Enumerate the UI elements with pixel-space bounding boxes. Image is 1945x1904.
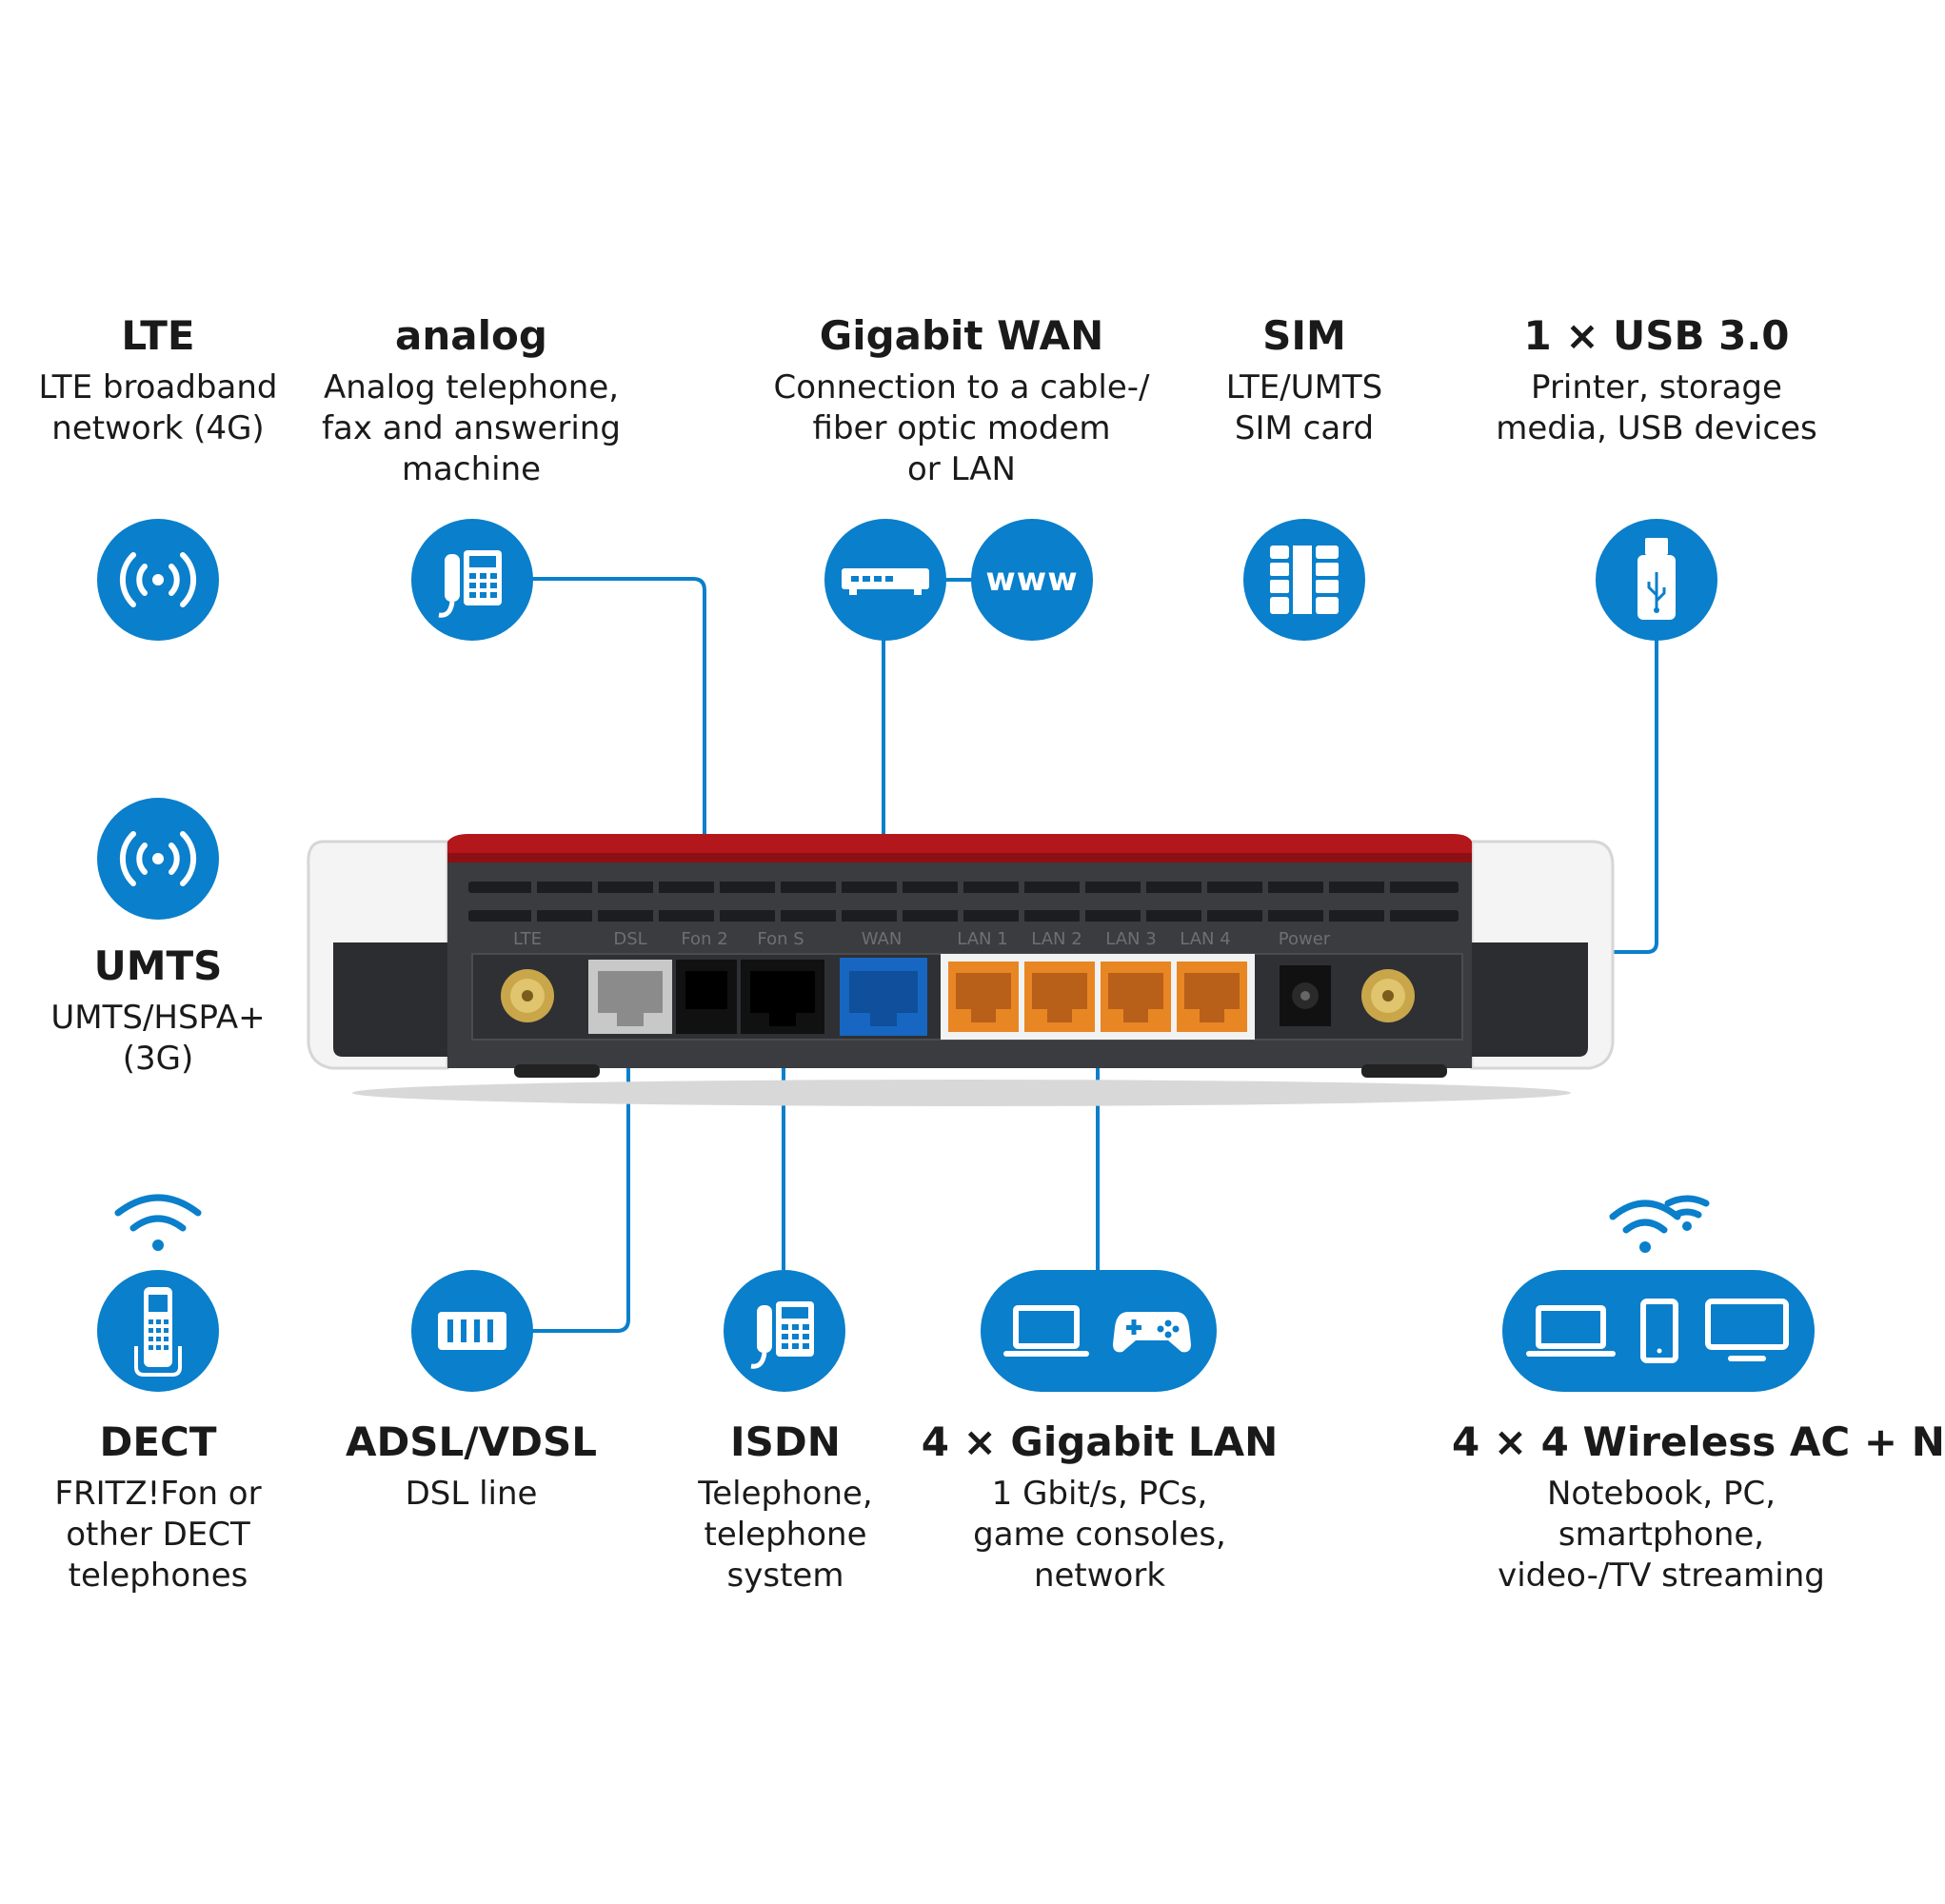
feature-title: SIM [1262, 312, 1346, 359]
power-jack [1280, 965, 1331, 1026]
feature-description: UMTS/HSPA+ (3G) [50, 999, 266, 1078]
port-label-lan4: LAN 4 [1180, 929, 1230, 949]
port-label-fons: Fon S [757, 929, 804, 949]
router-back-panel: LTE DSL Fon 2 Fon S WAN LAN 1 LAN 2 LAN … [307, 834, 1615, 1106]
dect-wifi-icon [110, 1190, 206, 1260]
www-label: www [985, 561, 1079, 599]
feature-title: 4 × Gigabit LAN [921, 1418, 1279, 1465]
port-label-lan3: LAN 3 [1105, 929, 1156, 949]
sim-card-icon [1243, 519, 1365, 641]
lan-port-4 [1177, 962, 1247, 1032]
notebook-icon [1526, 1305, 1616, 1357]
feature-description: Telephone, telephone system [698, 1475, 873, 1595]
feature-umts: UMTS UMTS/HSPA+ (3G) [15, 942, 301, 1080]
modem-icon [824, 519, 946, 641]
router-shadow [352, 1080, 1571, 1106]
feature-usb: 1 × USB 3.0 Printer, storage media, USB … [1485, 312, 1828, 449]
www-icon: www [971, 519, 1093, 641]
feature-description: Connection to a cable-/ fiber optic mode… [773, 368, 1150, 488]
gamepad-icon [1113, 1312, 1192, 1353]
feature-lan: 4 × Gigabit LAN 1 Gbit/s, PCs, game cons… [919, 1418, 1280, 1597]
isdn-phone-icon [724, 1270, 845, 1392]
feature-title: ISDN [730, 1418, 841, 1465]
usb-connector [1609, 640, 1658, 954]
feature-title: UMTS [93, 942, 223, 989]
feature-description: 1 Gbit/s, PCs, game consoles, network [973, 1475, 1226, 1595]
port-label-lan1: LAN 1 [957, 929, 1007, 949]
feature-title: DECT [99, 1418, 217, 1465]
smartphone-icon [1640, 1299, 1678, 1363]
port-label-lan2: LAN 2 [1031, 929, 1082, 949]
feature-description: Notebook, PC, smartphone, video-/TV stre… [1498, 1475, 1825, 1595]
umts-signal-icon [97, 798, 219, 920]
feature-isdn: ISDN Telephone, telephone system [647, 1418, 923, 1597]
feature-description: LTE/UMTS SIM card [1225, 368, 1383, 447]
feature-dect: DECT FRITZ!Fon or other DECT telephones [15, 1418, 301, 1597]
feature-description: LTE broadband network (4G) [38, 368, 278, 447]
wireless-devices-pill [1502, 1270, 1815, 1392]
dsl-port [588, 960, 672, 1034]
feature-title: Gigabit WAN [819, 312, 1104, 359]
lan-port-2 [1024, 962, 1095, 1032]
feature-title: analog [395, 312, 547, 359]
feature-dsl: ADSL/VDSL DSL line [305, 1418, 638, 1515]
wan-port [840, 958, 927, 1036]
feature-description: Printer, storage media, USB devices [1496, 368, 1817, 447]
feature-wireless: 4 × 4 Wireless AC + N Notebook, PC, smar… [1452, 1418, 1945, 1597]
dsl-splitter-icon [411, 1270, 533, 1392]
lte-signal-icon [97, 519, 219, 641]
tv-monitor-icon [1705, 1299, 1789, 1361]
port-label-lte: LTE [513, 929, 542, 949]
dect-phone-icon [97, 1270, 219, 1392]
port-label-dsl: DSL [613, 929, 646, 949]
feature-description: Analog telephone, fax and answering mach… [322, 368, 621, 488]
laptop-icon [1002, 1305, 1089, 1357]
feature-wan: Gigabit WAN Connection to a cable-/ fibe… [752, 312, 1171, 490]
feature-sim: SIM LTE/UMTS SIM card [1181, 312, 1428, 449]
wan-link-line [941, 578, 979, 582]
feature-analog: analog Analog telephone, fax and answeri… [305, 312, 638, 490]
feature-title: LTE [121, 312, 195, 359]
feature-title: 4 × 4 Wireless AC + N [1452, 1418, 1945, 1465]
antenna-connector-left [501, 969, 554, 1022]
lan-port-3 [1101, 962, 1171, 1032]
fons0-port [741, 960, 824, 1034]
fon2-port [676, 960, 737, 1034]
port-label-wan: WAN [862, 929, 903, 949]
dsl-connector [527, 1042, 630, 1333]
wireless-wifi-icon [1607, 1190, 1712, 1260]
antenna-connector-right [1361, 969, 1415, 1022]
port-label-fon2: Fon 2 [681, 929, 727, 949]
port-label-power: Power [1279, 929, 1331, 949]
feature-description: FRITZ!Fon or other DECT telephones [54, 1475, 262, 1595]
lan-port-1 [948, 962, 1019, 1032]
analog-phone-icon [411, 519, 533, 641]
analog-connector [522, 577, 706, 922]
lan-devices-pill [981, 1270, 1217, 1392]
feature-title: ADSL/VDSL [345, 1418, 598, 1465]
usb-stick-icon [1596, 519, 1717, 641]
feature-description: DSL line [405, 1475, 538, 1513]
feature-lte: LTE LTE broadband network (4G) [15, 312, 301, 449]
feature-title: 1 × USB 3.0 [1523, 312, 1790, 359]
